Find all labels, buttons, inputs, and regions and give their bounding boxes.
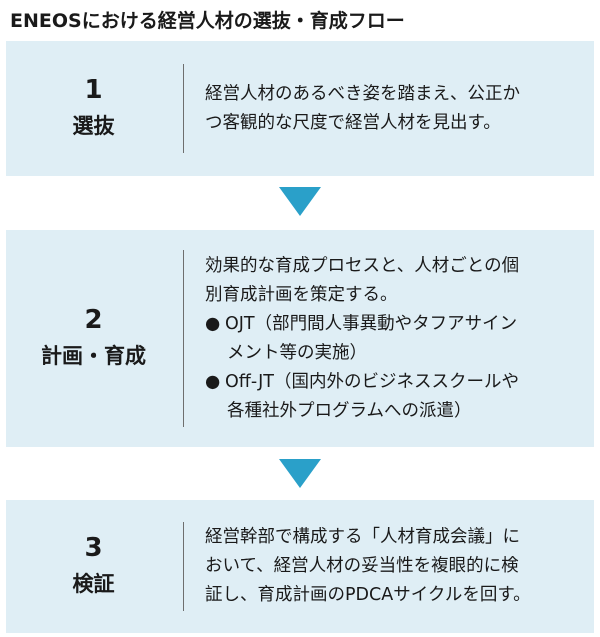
step-1-line-2: つ客観的な尺度で経営人材を見出す。 (205, 112, 501, 133)
step-2-bullet-2: ●Off-JT（国内外のビジネススクールや (205, 368, 578, 397)
step-2-label: 計画・育成 (41, 343, 146, 368)
step-3-description: 経営幹部で構成する「人材育成会議」に おいて、経営人材の妥当性を複眼的に検 証し… (205, 500, 578, 633)
diagram-title: ENEOSにおける経営人材の選抜・育成フロー (10, 10, 405, 32)
step-3-box: 3 検証 経営幹部で構成する「人材育成会議」に おいて、経営人材の妥当性を複眼的… (6, 500, 594, 633)
step-2-line-2: 別育成計画を策定する。 (205, 284, 398, 305)
down-arrow-icon (279, 187, 321, 216)
step-3-header: 3 検証 (6, 500, 181, 633)
step-2-bullet-2-text: Off-JT（国内外のビジネススクールや (225, 371, 519, 392)
step-1-number: 1 (84, 74, 103, 105)
step-2-number: 2 (84, 304, 103, 335)
bullet-icon: ● (205, 313, 221, 334)
step-1-description: 経営人材のあるべき姿を踏まえ、公正か つ客観的な尺度で経営人材を見出す。 (205, 41, 578, 176)
step-2-line-1: 効果的な育成プロセスと、人材ごとの個 (205, 255, 520, 276)
step-1-header: 1 選抜 (6, 41, 181, 176)
step-3-label: 検証 (72, 571, 115, 596)
step-1-line-1: 経営人材のあるべき姿を踏まえ、公正か (205, 83, 520, 104)
step-1-divider (183, 64, 184, 153)
step-2-box: 2 計画・育成 効果的な育成プロセスと、人材ごとの個 別育成計画を策定する。 ●… (6, 230, 594, 447)
step-3-line-2: おいて、経営人材の妥当性を複眼的に検 (205, 556, 519, 576)
down-arrow-icon (279, 459, 321, 488)
step-1-box: 1 選抜 経営人材のあるべき姿を踏まえ、公正か つ客観的な尺度で経営人材を見出す… (6, 41, 594, 176)
step-3-number: 3 (84, 532, 103, 563)
step-1-label: 選抜 (72, 113, 115, 138)
step-2-bullet-2-continuation: 各種社外プログラムへの派遣） (227, 400, 472, 421)
step-3-line-1: 経営幹部で構成する「人材育成会議」に (205, 527, 520, 547)
step-3-divider (183, 522, 184, 611)
step-2-divider (183, 250, 184, 427)
step-3-line-3: 証し、育成計画のPDCAサイクルを回す。 (205, 585, 531, 605)
step-2-header: 2 計画・育成 (6, 230, 181, 447)
step-2-bullet-1: ●OJT（部門間人事異動やタフアサイン (205, 310, 578, 339)
bullet-icon: ● (205, 371, 221, 392)
step-2-bullet-1-continuation: メント等の実施） (227, 342, 367, 363)
step-2-description: 効果的な育成プロセスと、人材ごとの個 別育成計画を策定する。 ●OJT（部門間人… (205, 230, 578, 447)
step-2-bullet-1-text: OJT（部門間人事異動やタフアサイン (225, 313, 518, 334)
